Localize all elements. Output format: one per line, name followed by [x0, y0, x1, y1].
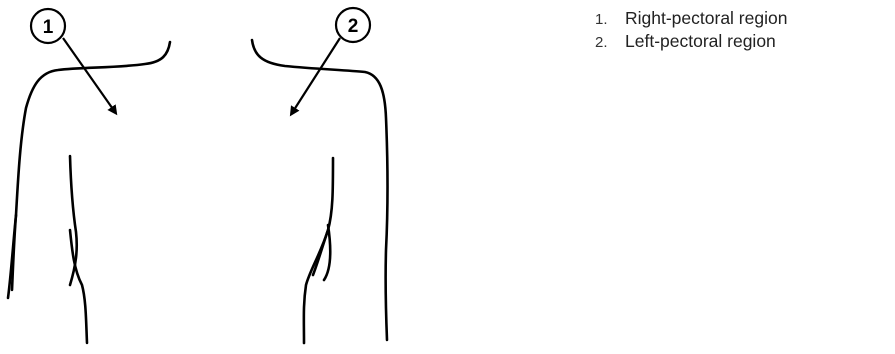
right-torso-side-line: [12, 215, 16, 290]
callout-2-arrow: [292, 38, 340, 113]
legend-item-label: Left-pectoral region: [625, 31, 776, 52]
callout-2: 2: [292, 8, 370, 113]
legend-item-label: Right-pectoral region: [625, 8, 787, 29]
torso-outline-right-side: [8, 42, 170, 343]
callout-1: 1: [31, 9, 115, 112]
callout-1-arrow: [63, 38, 115, 112]
region-legend: 1. Right-pectoral region 2. Left-pectora…: [595, 8, 787, 54]
callout-2-number: 2: [348, 16, 359, 37]
right-neck-shoulder-line: [8, 42, 170, 298]
torso-outline-left-side: [252, 40, 388, 343]
legend-item: 1. Right-pectoral region: [595, 8, 787, 31]
left-neck-shoulder-line: [252, 40, 388, 340]
callout-1-number: 1: [43, 17, 54, 38]
right-arm-crease-line: [70, 230, 87, 343]
left-arm-crease-line: [304, 230, 328, 343]
legend-item-number: 2.: [595, 34, 625, 51]
legend-item-number: 1.: [595, 11, 625, 28]
legend-item: 2. Left-pectoral region: [595, 31, 787, 54]
